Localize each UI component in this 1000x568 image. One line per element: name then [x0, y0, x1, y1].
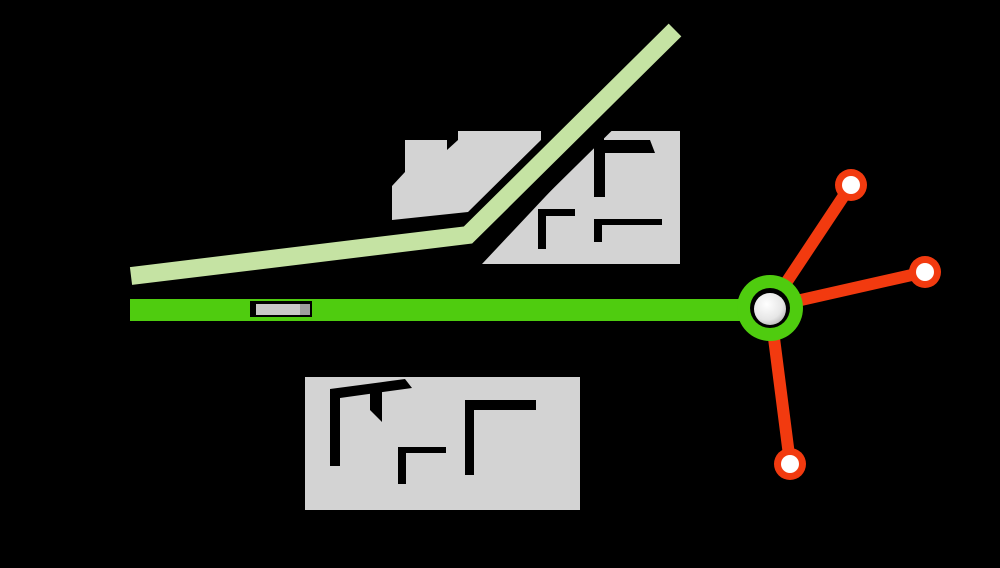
block-upper-left [392, 131, 541, 220]
block-glyph [538, 209, 575, 249]
block-glyph [370, 386, 382, 422]
track-marker-icon [250, 301, 312, 317]
block-upper-right [482, 131, 680, 264]
block-glyph [330, 379, 412, 466]
block-glyph [594, 219, 662, 242]
block-lower [305, 377, 580, 510]
station-node-icon[interactable] [774, 448, 806, 480]
block-glyph [465, 400, 536, 475]
main-line [130, 299, 770, 321]
station-node-icon[interactable] [835, 169, 867, 201]
light-line [129, 23, 695, 300]
block-glyph [398, 447, 446, 484]
hub-node-icon[interactable] [737, 275, 803, 341]
block-glyph [594, 140, 655, 197]
station-node-icon[interactable] [909, 256, 941, 288]
